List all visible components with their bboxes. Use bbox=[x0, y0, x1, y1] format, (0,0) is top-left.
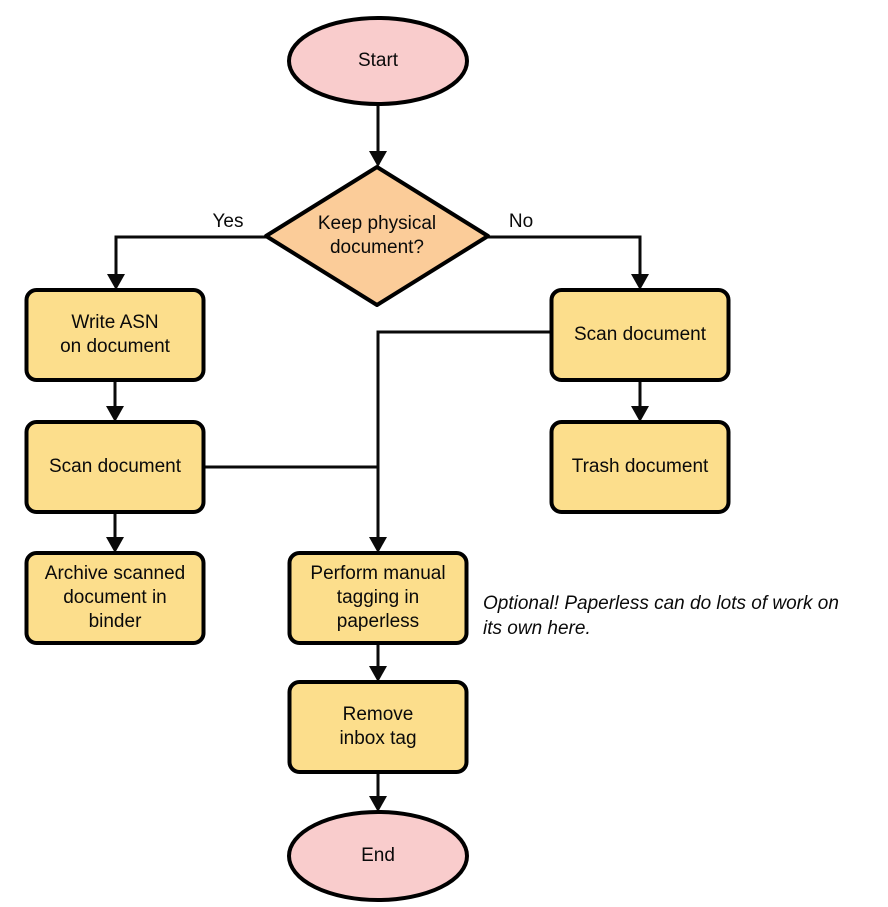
edges-layer: Yes No bbox=[106, 104, 649, 812]
edge-decision-yes-to-write-asn: Yes bbox=[107, 211, 266, 290]
process-shape bbox=[287, 680, 469, 774]
annotation-optional-note: Optional! Paperless can do lots of work … bbox=[483, 593, 839, 639]
edge-label: Yes bbox=[213, 211, 244, 232]
edge-label: No bbox=[509, 211, 533, 232]
edge-scan-right-to-trash bbox=[631, 380, 649, 422]
edge-path bbox=[114, 235, 266, 286]
node-start[interactable]: Start bbox=[287, 16, 469, 106]
edge-start-to-decision bbox=[369, 104, 387, 167]
node-label: Start bbox=[358, 50, 399, 71]
arrowhead-icon bbox=[106, 537, 124, 553]
process-shape bbox=[549, 288, 731, 382]
arrowhead-icon bbox=[631, 274, 649, 290]
node-label: Trash document bbox=[572, 456, 709, 477]
terminator-shape bbox=[287, 16, 469, 106]
edge-manual-tagging-to-remove-inbox bbox=[369, 643, 387, 682]
arrowhead-icon bbox=[369, 666, 387, 682]
arrowhead-icon bbox=[631, 406, 649, 422]
arrowhead-icon bbox=[369, 796, 387, 812]
edge-decision-no-to-scan-right: No bbox=[488, 211, 649, 290]
edge-path bbox=[376, 330, 551, 549]
arrowhead-icon bbox=[369, 537, 387, 553]
annotations-layer: Optional! Paperless can do lots of work … bbox=[483, 593, 839, 639]
process-shape bbox=[24, 420, 206, 514]
edge-remove-inbox-to-end bbox=[369, 772, 387, 812]
process-shape bbox=[24, 288, 206, 382]
edge-scan-left-to-archive bbox=[106, 512, 124, 553]
edge-write-asn-to-scan-left bbox=[106, 380, 124, 422]
arrowhead-icon bbox=[107, 274, 125, 290]
node-scan-right[interactable]: Scan document bbox=[549, 288, 731, 382]
decision-shape bbox=[264, 165, 490, 307]
node-label: Scan document bbox=[574, 324, 707, 345]
process-shape bbox=[549, 420, 731, 514]
node-end[interactable]: End bbox=[287, 810, 469, 902]
node-trash[interactable]: Trash document bbox=[549, 420, 731, 514]
arrowhead-icon bbox=[106, 406, 124, 422]
node-label: End bbox=[361, 845, 395, 866]
process-shape bbox=[287, 551, 469, 645]
arrowhead-icon bbox=[369, 151, 387, 167]
edge-scan-right-to-manual-tagging bbox=[369, 330, 551, 553]
node-scan-left[interactable]: Scan document bbox=[24, 420, 206, 514]
node-label: Scan document bbox=[49, 456, 182, 477]
process-shape bbox=[24, 551, 206, 645]
edge-path bbox=[488, 235, 642, 286]
terminator-shape bbox=[287, 810, 469, 902]
